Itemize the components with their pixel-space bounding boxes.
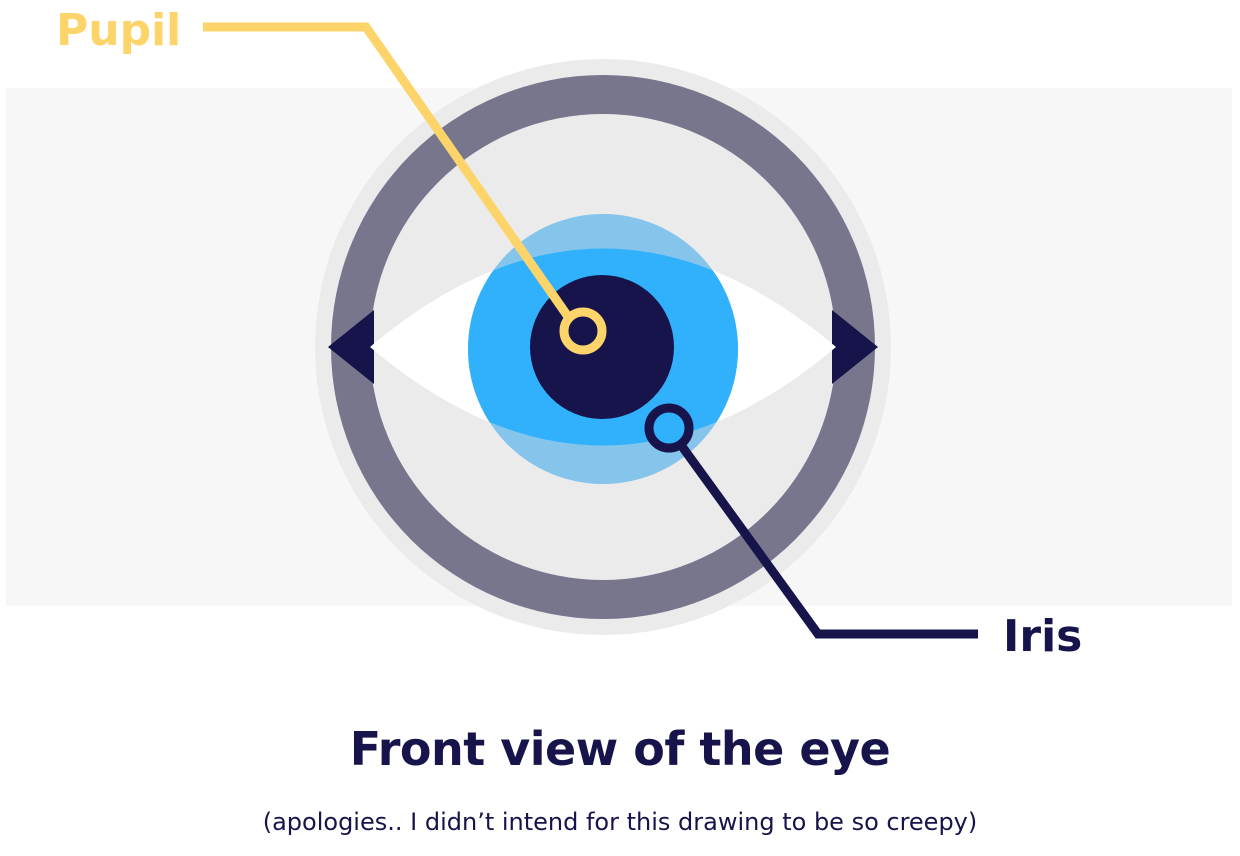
right-eye-corner [832, 310, 878, 384]
left-eye-corner [328, 310, 374, 384]
diagram-title: Front view of the eye [349, 722, 891, 776]
iris-callout-line [677, 442, 978, 639]
eye-diagram: Pupil Iris [56, 5, 1083, 662]
ring-marker-icon [559, 307, 607, 355]
iris-label: Iris [1003, 611, 1082, 662]
pupil-callout-line [203, 22, 573, 321]
diagram-subtitle: (apologies.. I didn’t intend for this dr… [262, 808, 978, 836]
ring-marker-icon [644, 403, 694, 453]
pupil-label: Pupil [56, 5, 181, 56]
